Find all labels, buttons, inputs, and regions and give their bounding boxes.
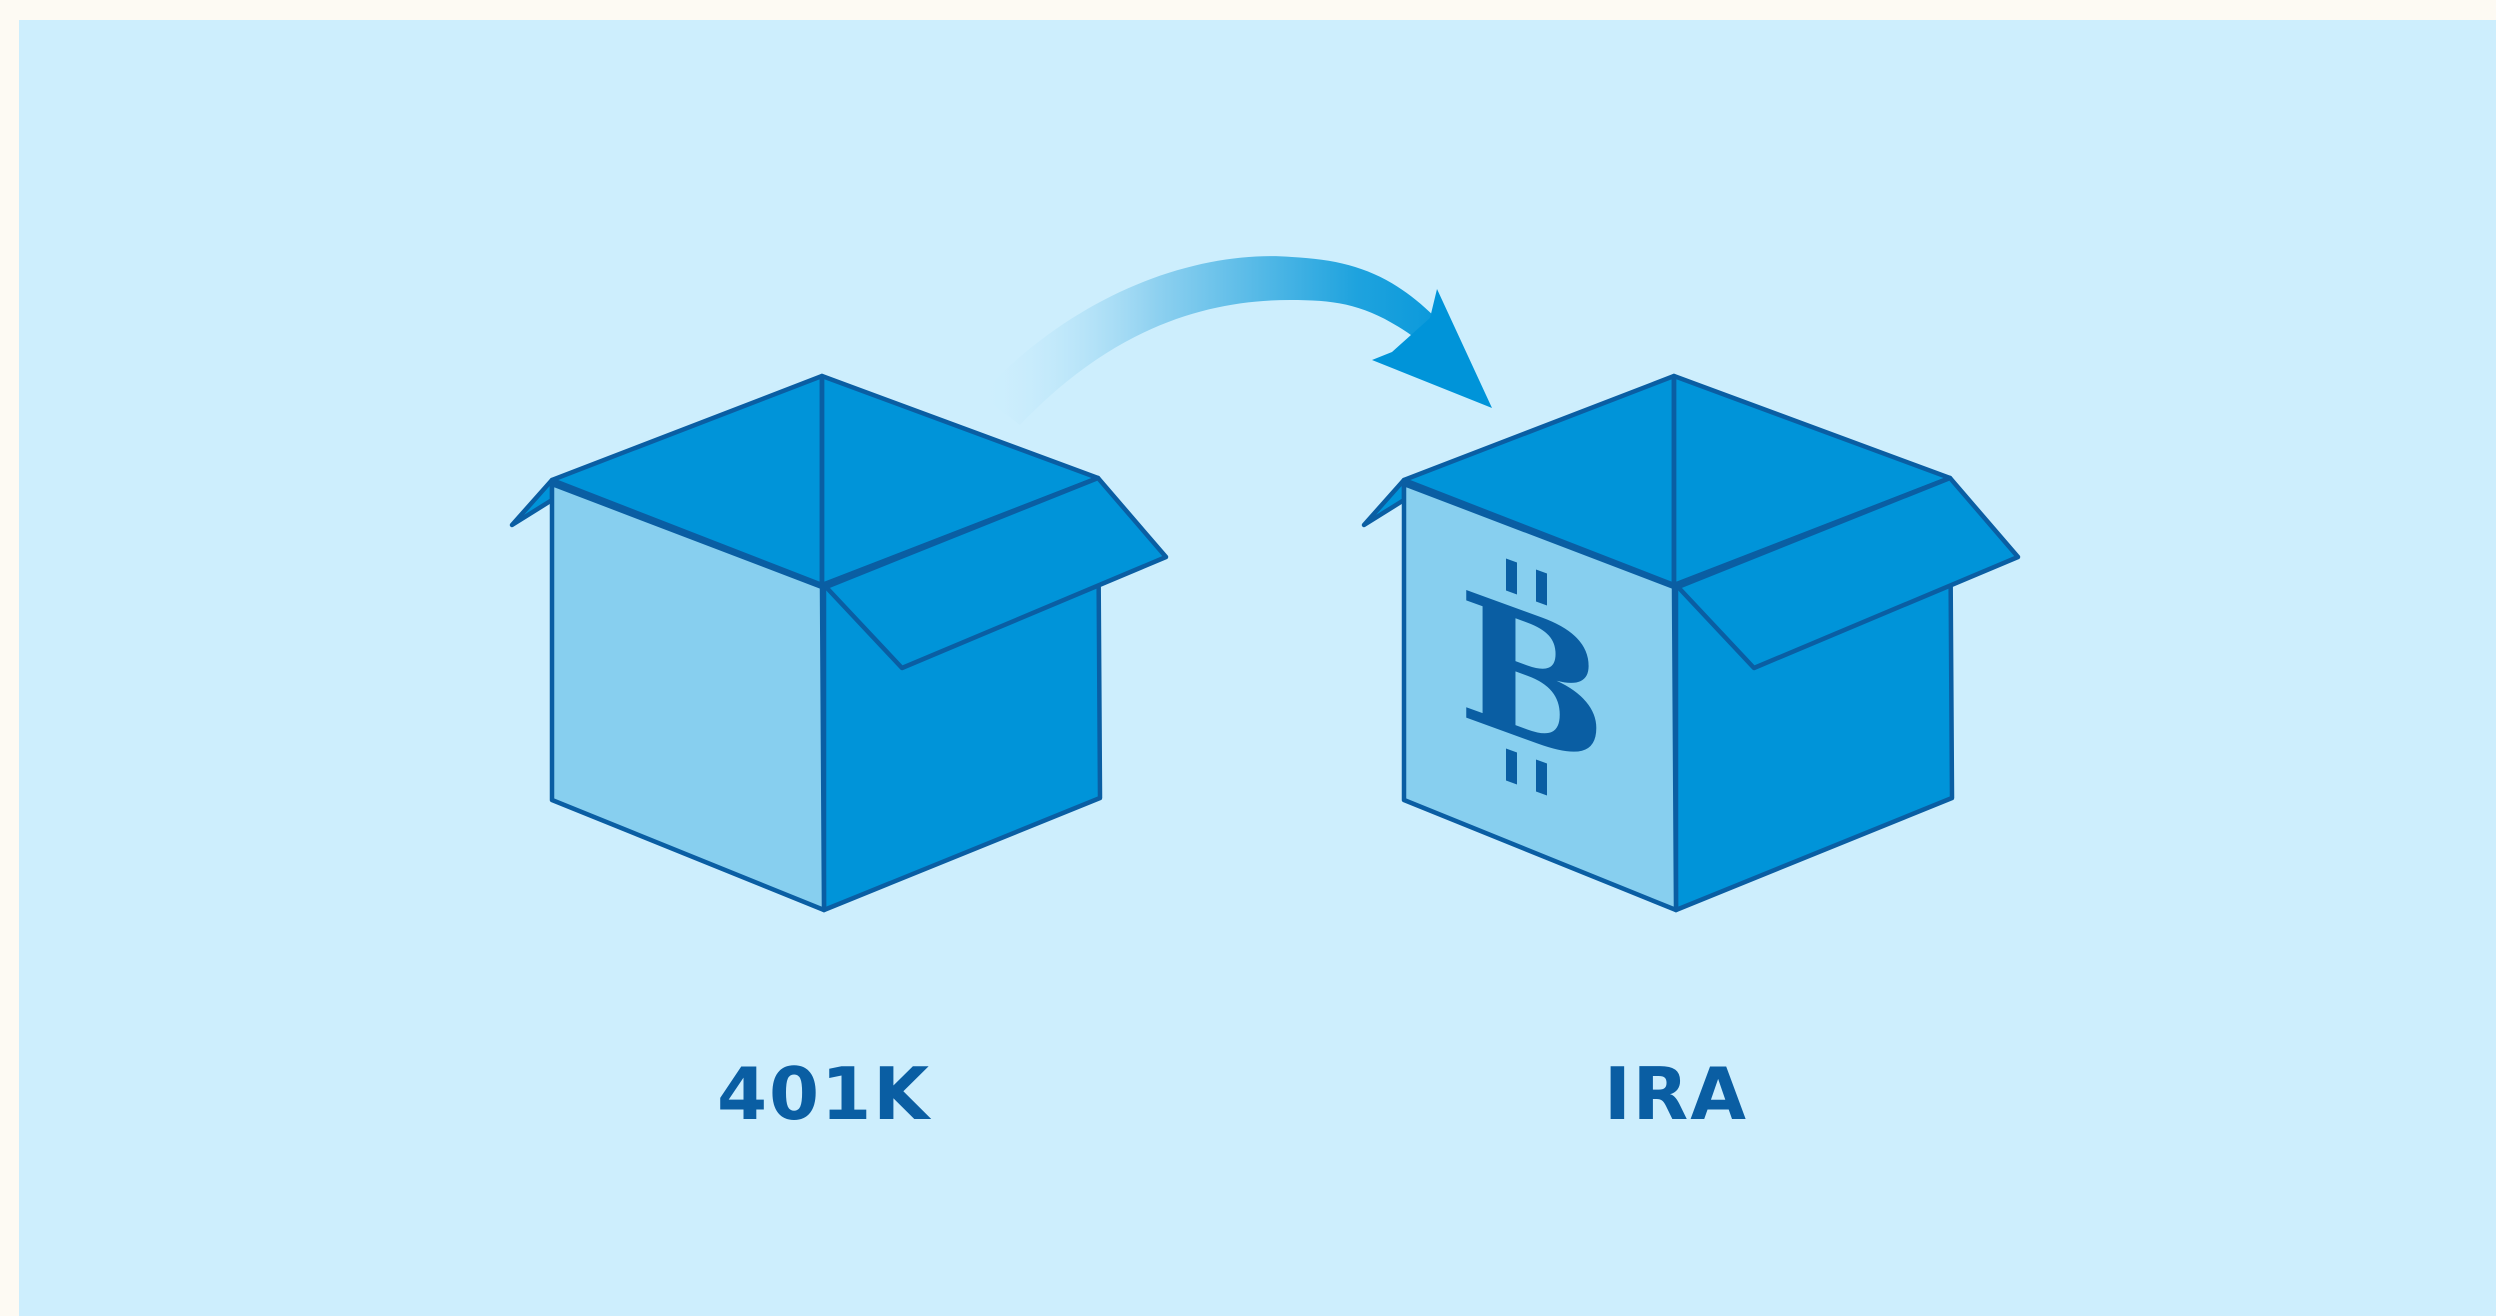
box-right-flap xyxy=(823,475,1169,671)
arrow-head xyxy=(1372,289,1492,408)
box-front-face xyxy=(549,481,827,913)
box-ira-icon xyxy=(1361,373,2021,913)
box-front-face xyxy=(1401,481,1679,913)
destination-account-label: IRA xyxy=(1604,1052,1748,1136)
box-left-flap xyxy=(1361,477,1407,528)
arrow-shaft xyxy=(980,256,1435,425)
illustration-background xyxy=(19,20,2496,1316)
box-left-flap xyxy=(509,477,555,528)
curved-arrow-icon xyxy=(980,256,1492,425)
source-account-label: 401K xyxy=(716,1052,932,1136)
box-right-flap xyxy=(1675,475,2021,671)
box-401k-icon xyxy=(509,373,1169,913)
